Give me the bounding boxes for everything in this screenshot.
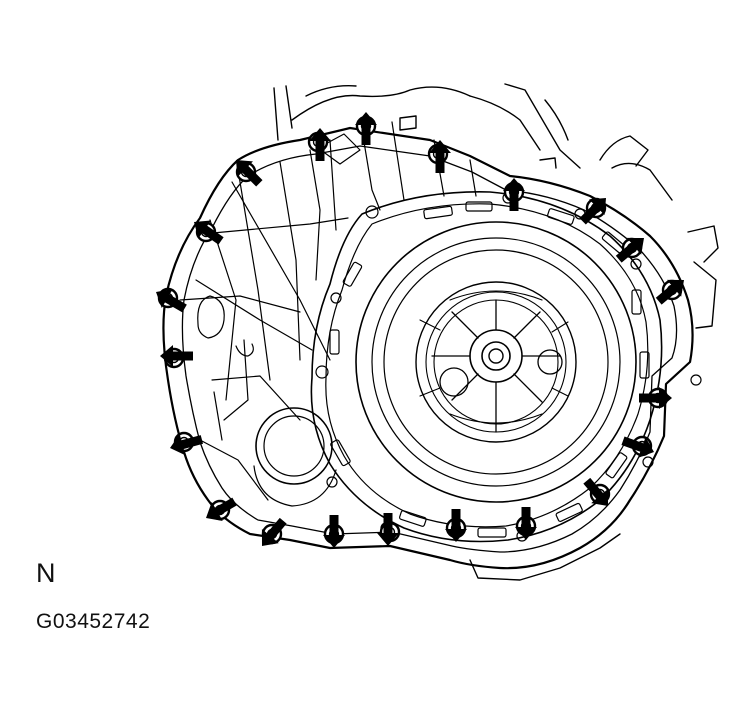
- upper-components: [273, 83, 719, 329]
- flange-holes: [315, 192, 702, 542]
- converter-bore: [355, 221, 637, 503]
- figure-code: G03452742: [36, 610, 151, 633]
- housing-outline: [162, 126, 694, 570]
- arrow-icon: [187, 212, 228, 250]
- arrow-icons: [150, 112, 692, 554]
- arrow-icon: [574, 190, 614, 230]
- view-label: N: [36, 558, 56, 588]
- axle-boss: [253, 407, 337, 507]
- arrow-icon: [253, 513, 292, 554]
- lower-extension: [469, 533, 621, 581]
- arrow-icon: [578, 473, 617, 514]
- housing-ribs: [179, 121, 477, 501]
